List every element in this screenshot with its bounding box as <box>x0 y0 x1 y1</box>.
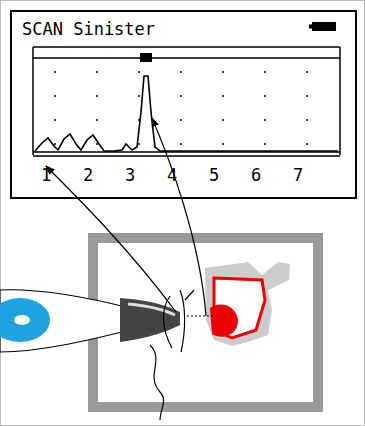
grid-dot <box>264 143 266 145</box>
grid-dot <box>54 119 56 121</box>
grid-dot <box>96 95 98 97</box>
axis-number: 3 <box>125 167 135 184</box>
grid-dot <box>96 119 98 121</box>
grid-dot <box>264 71 266 73</box>
grid-dot <box>138 143 140 145</box>
axis-number: 7 <box>293 167 303 184</box>
grid-dots <box>54 71 308 145</box>
graph <box>33 47 340 156</box>
grid-dot <box>96 71 98 73</box>
grid-dot <box>306 119 308 121</box>
grid-dot <box>180 119 182 121</box>
grid-dot <box>180 71 182 73</box>
grid-dot <box>306 143 308 145</box>
grid-dot <box>264 119 266 121</box>
grid-dot <box>306 95 308 97</box>
grid-dot <box>138 95 140 97</box>
grid-dot <box>138 71 140 73</box>
grid-dot <box>222 119 224 121</box>
axis-number: 4 <box>167 167 177 184</box>
probe <box>0 290 194 420</box>
axis-number: 2 <box>83 167 93 184</box>
echo-waveform <box>35 76 338 151</box>
grid-dot <box>54 71 56 73</box>
grid-dot <box>264 95 266 97</box>
grid-dot <box>180 95 182 97</box>
grid-dot <box>54 143 56 145</box>
cursor-marker <box>140 53 152 62</box>
axis-number: 1 <box>41 167 51 184</box>
grid-dot <box>222 143 224 145</box>
screen-title: SCAN Sinister <box>22 21 155 38</box>
echo-arrow <box>46 166 176 312</box>
axis-number: 5 <box>209 167 219 184</box>
grid-dot <box>222 95 224 97</box>
grid-dot <box>54 95 56 97</box>
ear-frame <box>93 238 318 407</box>
grid-dot <box>222 71 224 73</box>
battery-icon <box>309 22 336 31</box>
screen-frame <box>11 11 356 198</box>
eardrum <box>187 262 290 346</box>
grid-dot <box>306 71 308 73</box>
echo-arrow <box>152 118 206 316</box>
grid-dot <box>180 143 182 145</box>
axis-number: 6 <box>251 167 261 184</box>
